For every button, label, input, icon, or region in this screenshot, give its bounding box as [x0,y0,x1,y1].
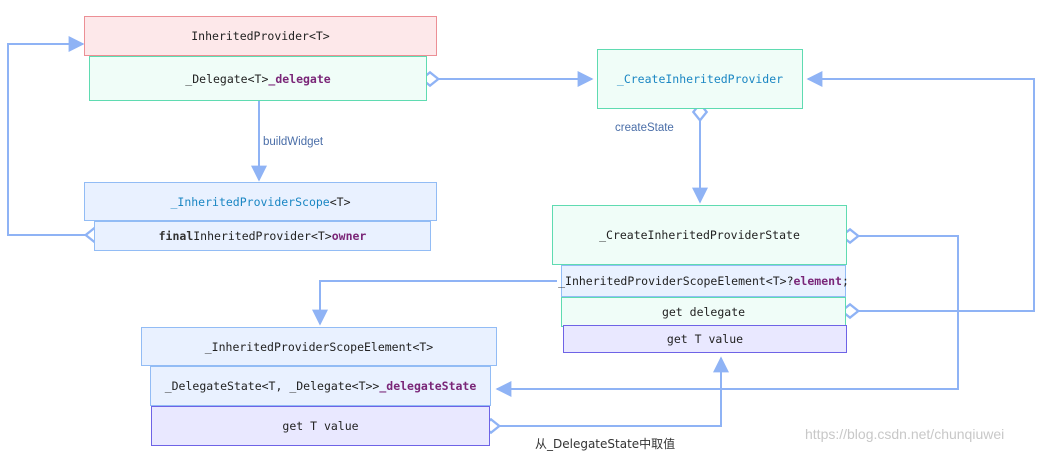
edge-element-to-scope-element [312,280,557,326]
scope-name: _InheritedProviderScope [170,194,330,209]
create-state-node: _CreateInheritedProviderState [552,205,847,265]
owner-field-keyword: final [158,229,194,243]
get-delegate-node: get delegate [561,297,846,327]
owner-field-type: InheritedProvider<T> [193,229,332,243]
edge-owner-to-provider [7,44,94,235]
create-inherited-provider-node: _CreateInheritedProvider [597,49,803,109]
create-state-label: _CreateInheritedProviderState [599,228,800,242]
element-get-value-label: get T value [282,419,359,433]
delegate-state-field-node: _DelegateState<T, _Delegate<T>> _delegat… [150,366,491,406]
owner-field-node: final InheritedProvider<T> owner [94,221,431,251]
inherited-provider-name: InheritedProvider [191,29,309,43]
delegate-field-node: _Delegate<T> _delegate [89,56,427,101]
delegate-field-type: _Delegate<T> [185,71,269,86]
element-field-node: _InheritedProviderScopeElement<T>? eleme… [558,265,849,297]
element-field-suffix: ; [841,274,849,288]
state-get-value-node: get T value [563,325,847,353]
element-field-type: _InheritedProviderScopeElement<T>? [558,274,794,288]
edge-fetch-from-state [491,358,721,426]
inherited-provider-node: InheritedProvider<T> [84,16,437,56]
scope-element-label: _InheritedProviderScopeElement<T> [204,339,434,354]
watermark: https://blog.csdn.net/chunqiuwei [805,426,1005,442]
scope-node: _InheritedProviderScope<T> [84,182,437,221]
inherited-provider-generic: <T> [308,29,330,43]
fetch-from-state-label: 从_DelegateState中取值 [535,437,676,451]
create-state-edge-label: createState [615,122,674,134]
element-field-name: element [793,274,842,288]
owner-field-name: owner [331,229,367,243]
element-get-value-node: get T value [151,406,490,446]
scope-generic: <T> [329,194,351,209]
get-delegate-label: get delegate [661,305,746,319]
build-widget-label: buildWidget [263,136,324,148]
edge-get-delegate-to-create-provider [808,79,1035,311]
scope-element-node: _InheritedProviderScopeElement<T> [141,327,497,366]
delegate-state-field-name: _delegateState [379,379,477,393]
create-inherited-provider-label: _CreateInheritedProvider [616,72,784,86]
state-get-value-label: get T value [666,332,744,346]
delegate-field-name: _delegate [268,71,331,86]
delegate-state-field-type: _DelegateState<T, _Delegate<T>> [164,379,380,393]
